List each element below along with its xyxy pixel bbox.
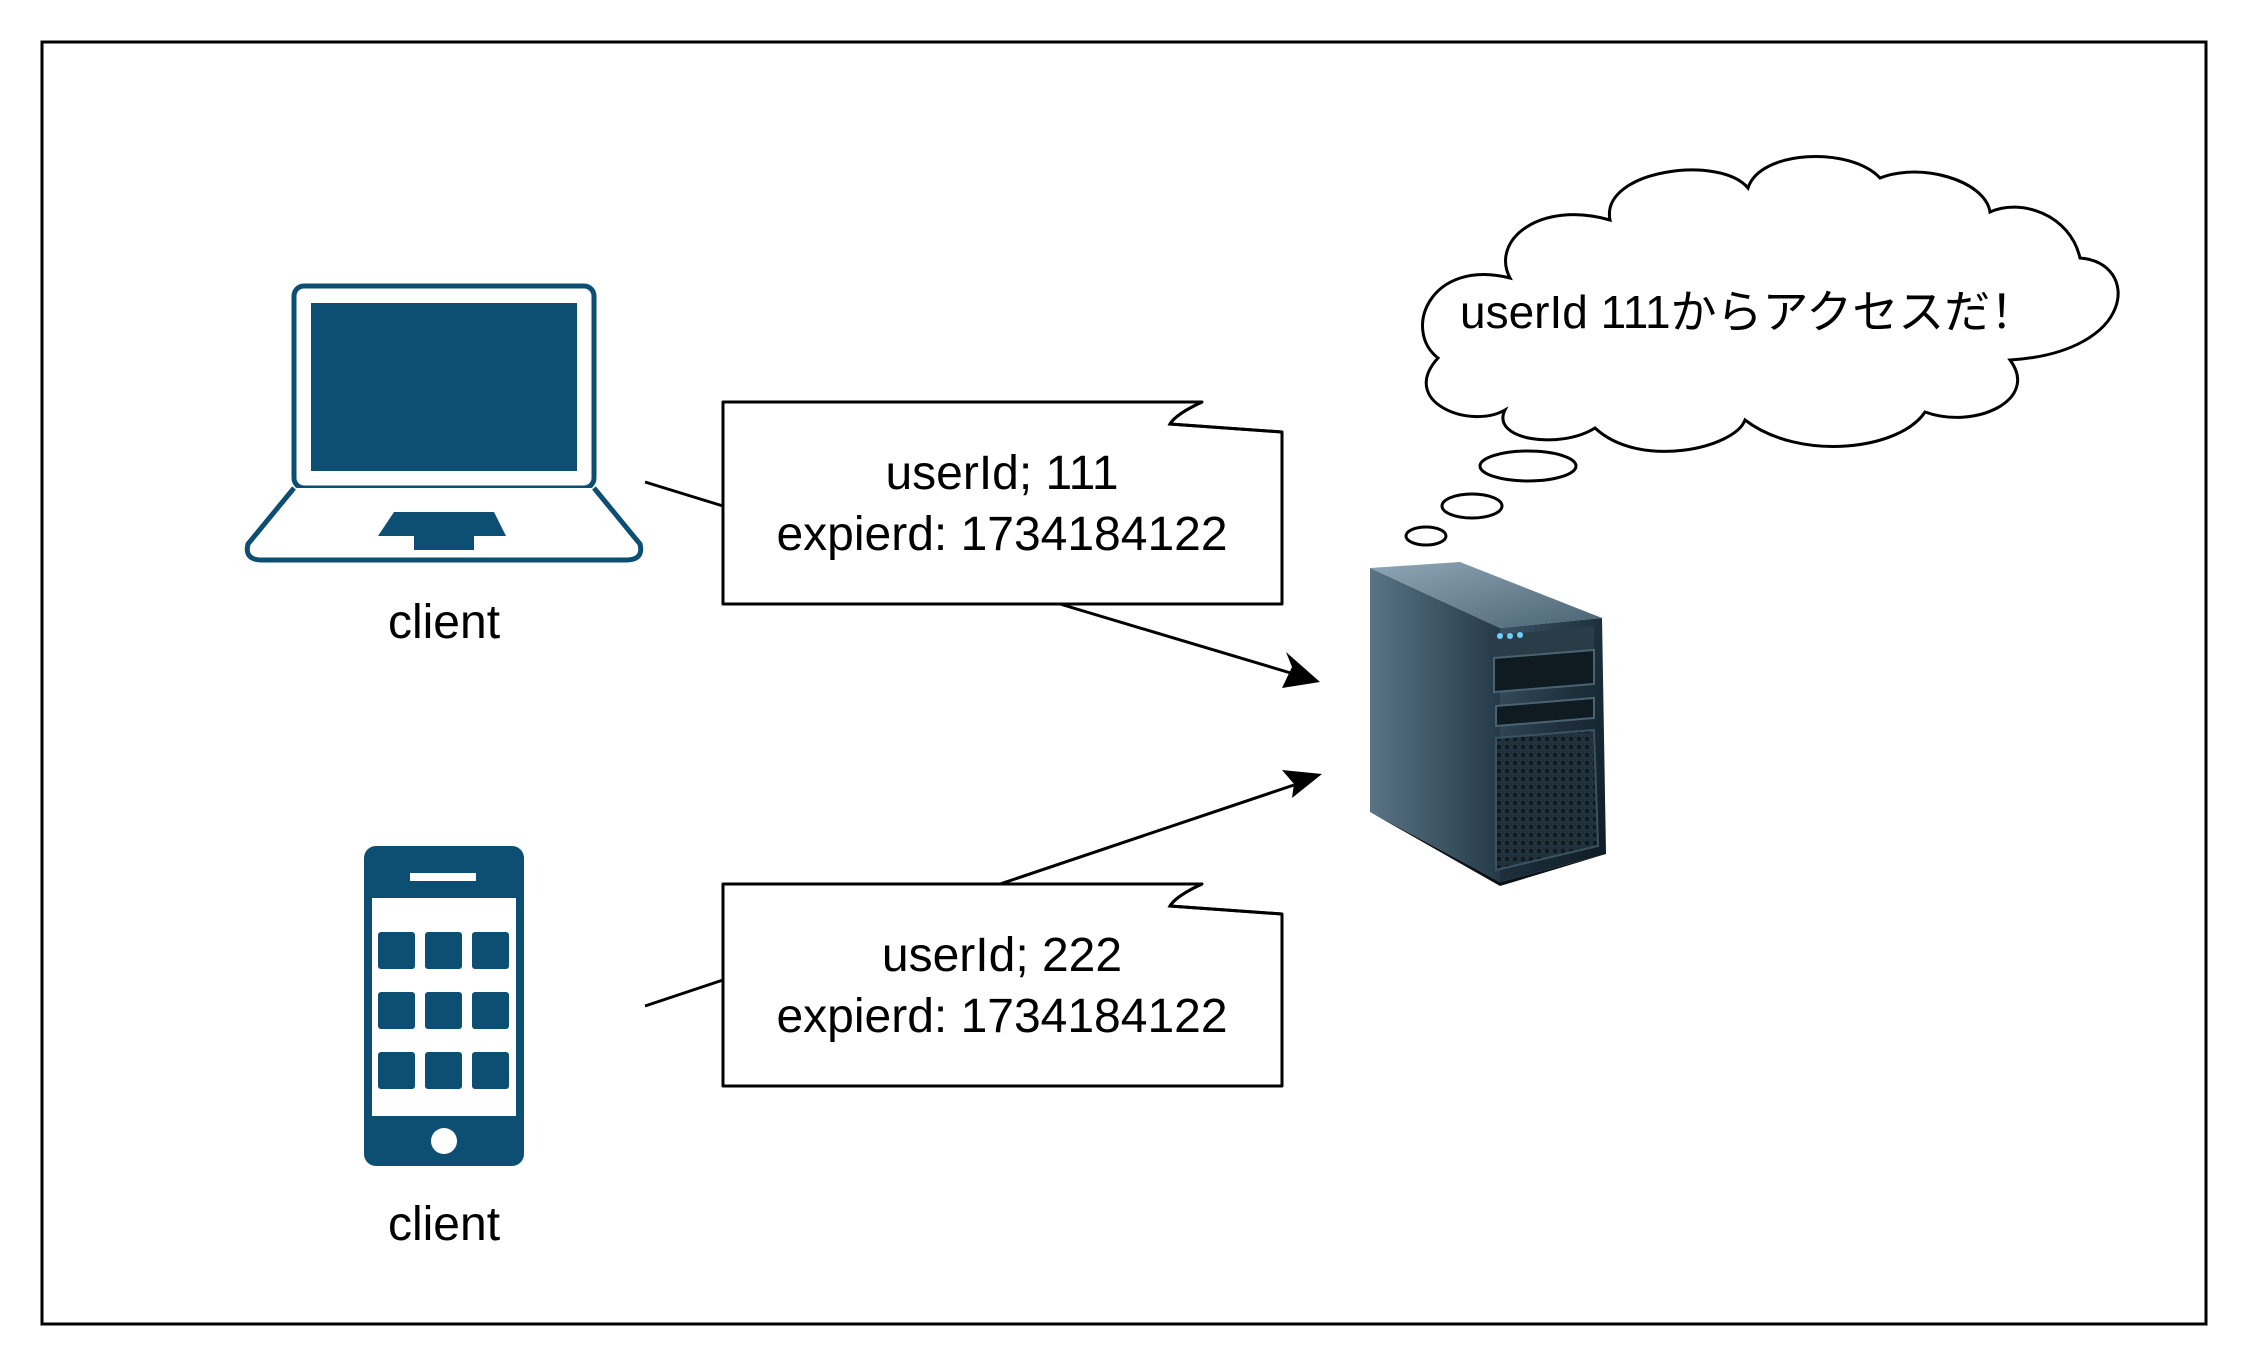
arrow-note-to-server-bottom <box>999 783 1295 886</box>
laptop-label: client <box>388 596 500 649</box>
arrow-note-to-server-top <box>1059 602 1295 676</box>
arrowhead-top <box>1282 652 1320 688</box>
note-top <box>721 400 1284 606</box>
note-bottom <box>721 882 1284 1088</box>
thought-cloud <box>1404 155 2120 547</box>
note-top-line1: userId; 111 <box>885 447 1118 500</box>
note-bottom-line1: userId; 222 <box>882 929 1122 982</box>
note-bottom-line2: expierd: 1734184122 <box>776 990 1227 1043</box>
phone-label: client <box>388 1198 500 1251</box>
note-top-line2: expierd: 1734184122 <box>776 508 1227 561</box>
connector-phone-to-note <box>644 978 724 1008</box>
thought-text: userId 111からアクセスだ！ <box>1460 286 2036 338</box>
server-tower-icon <box>1370 562 1606 886</box>
arrowhead-bottom <box>1282 770 1322 798</box>
connector-laptop-to-note <box>644 480 724 508</box>
smartphone-icon <box>364 846 524 1166</box>
laptop-icon <box>244 283 644 563</box>
